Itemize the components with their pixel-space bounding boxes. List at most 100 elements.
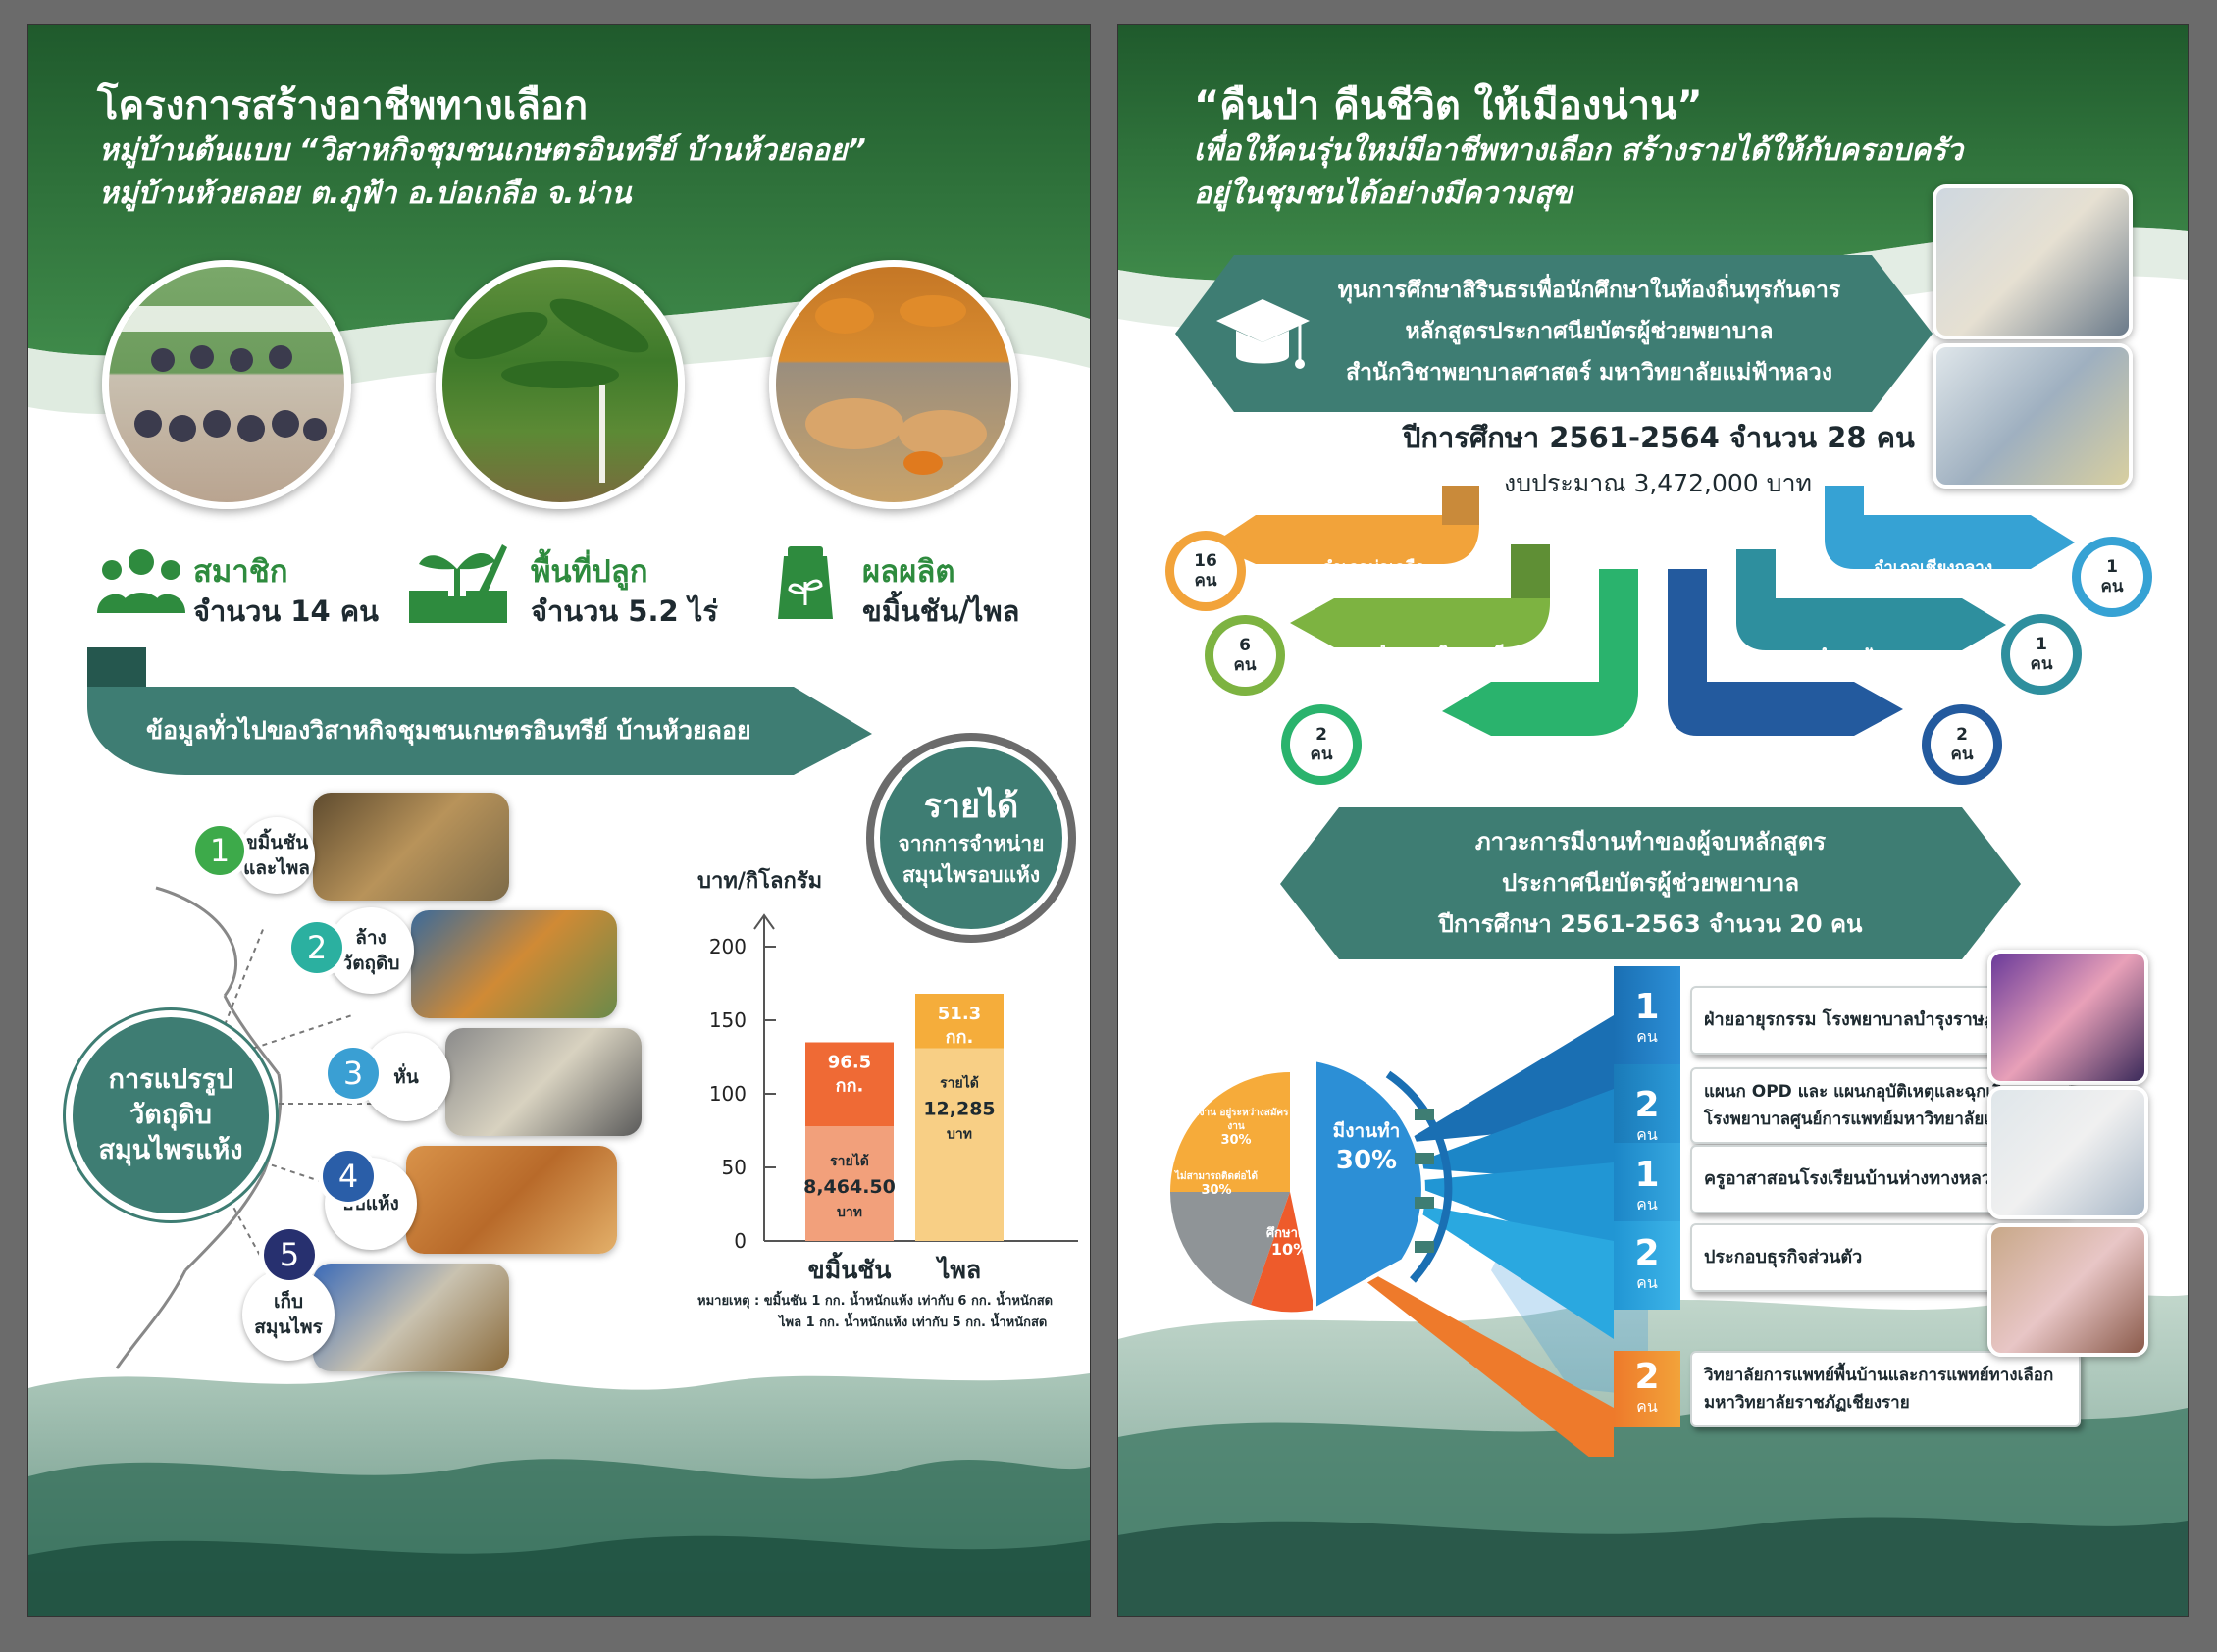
scholarship-text: ทุนการศึกษาสิรินธรเพื่อนักศึกษาในท้องถิ่… <box>1315 270 1864 393</box>
y-tick-label: 150 <box>709 1008 747 1032</box>
classroom-photo-2 <box>1933 343 2133 489</box>
job-1-line-1: ฝ่ายอายุรกรรม โรงพยาบาลบำรุงราษฎร์ <box>1704 1009 2006 1030</box>
scholarship-line-1: ทุนการศึกษาสิรินธรเพื่อนักศึกษาในท้องถิ่… <box>1337 278 1841 303</box>
step-1-number: 1 <box>195 826 244 875</box>
income-badge-line-2: สมุนไพรอบแห้ง <box>902 863 1041 887</box>
employment-banner <box>1280 807 2021 959</box>
count-unit: คน <box>2030 654 2053 674</box>
district-na-muen-label: อำเภอนาหมื่น <box>1495 740 1596 759</box>
scholarship-banner <box>1175 255 1933 412</box>
step-3-photo <box>445 1028 642 1136</box>
step-4-number: 4 <box>323 1151 374 1202</box>
area-value: จำนวน 5.2 ไร่ <box>531 594 718 628</box>
bar-income-label: รายได้ <box>940 1074 979 1092</box>
count-value: 1 <box>2036 635 2047 654</box>
chart-note-1: หมายเหตุ : ขมิ้นชัน 1 กก. น้ำหนักแห้ง เท… <box>697 1294 1054 1309</box>
income-badge-title: รายได้ <box>923 787 1019 826</box>
count-unit: คน <box>1636 1194 1658 1213</box>
planting-area-photo <box>436 260 685 509</box>
employment-line-3: ปีการศึกษา 2561-2563 จำนวน 20 คน <box>1438 910 1863 938</box>
count-value: 2 <box>1634 1356 1660 1397</box>
district-thung-chang-label: อำเภอทุ่งช้าง <box>1719 740 1813 759</box>
y-tick-label: 200 <box>709 935 747 958</box>
count-value: 1 <box>2106 557 2118 577</box>
district-pua-label: อำเภอปัว <box>1817 646 1883 666</box>
pie-study-pct: 10% <box>1270 1240 1310 1259</box>
step-3-label-1: หั่น <box>393 1066 419 1088</box>
left-subtitle-2: หมู่บ้านห้วยลอย ต.ภูฟ้า อ.บ่อเกลือ จ.น่า… <box>99 177 632 211</box>
income-badge-line-1: จากการจำหน่าย <box>898 832 1045 855</box>
scholarship-line-2: หลักสูตรประกาศนียบัตรผู้ช่วยพยาบาล <box>1405 319 1774 344</box>
produce-value: ขมิ้นชัน/ไพล <box>862 594 1020 628</box>
process-title-circle: การแปรรูป วัตถุดิบ สมุนไพรแห้ง <box>66 1010 276 1220</box>
study-box: วิทยาลัยการแพทย์พื้นบ้านและการแพทย์ทางเล… <box>1690 1351 2081 1427</box>
produce-label: ผลผลิต <box>862 554 955 590</box>
bar-price-0 <box>805 1042 894 1126</box>
info-banner-arrow <box>87 647 872 775</box>
category-label-1: ไพล <box>935 1255 981 1284</box>
step-1-label-2: และไพล <box>243 857 310 879</box>
pie-unreachable-pct: 30% <box>1201 1183 1232 1198</box>
bar-income-unit: บาท <box>947 1127 972 1143</box>
count-value: 2 <box>1634 1084 1660 1125</box>
study-line-2: มหาวิทยาลัยราชภัฏเชียงราย <box>1704 1393 1910 1413</box>
people-icon <box>97 549 185 613</box>
left-subtitle-1: หมู่บ้านต้นแบบ “วิสาหกิจชุมชนเกษตรอินทรี… <box>99 133 866 168</box>
step-5-label-1: เก็บ <box>273 1291 304 1313</box>
employment-line-1: ภาวะการมีงานทำของผู้จบหลักสูตร <box>1474 828 1827 855</box>
classroom-photo-1 <box>1933 184 2133 339</box>
count-unit: คน <box>1636 1026 1658 1046</box>
members-label: สมาชิก <box>193 554 288 590</box>
teaching-photo <box>1987 1223 2148 1357</box>
right-title: “คืนป่า คืนชีวิต ให้เมืองน่าน” <box>1194 83 1703 129</box>
step-2-photo <box>411 910 617 1018</box>
turmeric-photo <box>769 260 1018 509</box>
step-5-label-2: สมุนไพร <box>254 1316 323 1338</box>
count-unit: คน <box>1194 571 1217 591</box>
step-1-label-1: ขมิ้นชัน <box>244 832 309 853</box>
employment-pie <box>1170 1015 1648 1457</box>
info-banner-text: ข้อมูลทั่วไปของวิสาหกิจชุมชนเกษตรอินทรีย… <box>146 716 751 745</box>
count-unit: คน <box>1950 745 1974 764</box>
y-tick-label: 100 <box>709 1082 747 1106</box>
right-subtitle-2: อยู่ในชุมชนได้อย่างมีความสุข <box>1194 177 1573 211</box>
bar-income-unit: บาท <box>837 1205 862 1220</box>
count-unit: คน <box>1636 1124 1658 1144</box>
pie-unemployed-pct: 30% <box>1220 1133 1252 1148</box>
step-1-circle: ขมิ้นชันและไพล <box>238 817 315 894</box>
income-badge: รายได้ จากการจำหน่าย สมุนไพรอบแห้ง <box>874 741 1068 935</box>
members-group-photo <box>102 260 351 509</box>
bar-income-value: 12,285 <box>923 1099 995 1120</box>
count-value: 2 <box>1315 725 1327 745</box>
area-label: พื้นที่ปลูก <box>531 554 648 590</box>
scholarship-line-3: สำนักวิชาพยาบาลศาสตร์ มหาวิทยาลัยแม่ฟ้าห… <box>1346 360 1832 386</box>
right-subtitle-1: เพื่อให้คนรุ่นใหม่มีอาชีพทางเลือก สร้างร… <box>1194 133 1964 168</box>
chart-note-2: ไพล 1 กก. น้ำหนักแห้ง เท่ากับ 5 กก. น้ำห… <box>779 1316 1048 1330</box>
bar-income-value: 8,464.50 <box>803 1176 896 1198</box>
bar-price-unit: กก. <box>946 1027 974 1048</box>
y-axis-arrow <box>753 913 775 930</box>
process-title-line-1: การแปรรูป <box>108 1064 233 1095</box>
pie-unreachable: ไม่สามารถติดต่อได้30% <box>1162 1170 1270 1198</box>
job-2-line-1: แผนก OPD และ แผนกอุบัติเหตุและฉุกเฉิน <box>1704 1082 2015 1102</box>
budget-line: งบประมาณ 3,472,000 บาท <box>1504 469 1813 497</box>
bar-price-1 <box>915 994 1004 1049</box>
year-line: ปีการศึกษา 2561-2564 จำนวน 28 คน <box>1403 421 1915 454</box>
step-4-photo <box>406 1146 617 1254</box>
count-unit: คน <box>2100 577 2124 596</box>
count-value: 16 <box>1194 551 1217 571</box>
bar-price-value: 51.3 <box>938 1004 981 1024</box>
district-chaloem-label: อำเภอเฉลิมพระเกียรติ <box>1375 644 1534 663</box>
chart-y-label: บาท/กิโลกรัม <box>697 869 823 894</box>
count-value: 2 <box>1634 1232 1660 1273</box>
job-4-line-1: ประกอบธุรกิจส่วนตัว <box>1704 1247 1863 1267</box>
step-5-number: 5 <box>264 1229 315 1280</box>
process-title-line-2: วัตถุดิบ <box>129 1100 212 1130</box>
